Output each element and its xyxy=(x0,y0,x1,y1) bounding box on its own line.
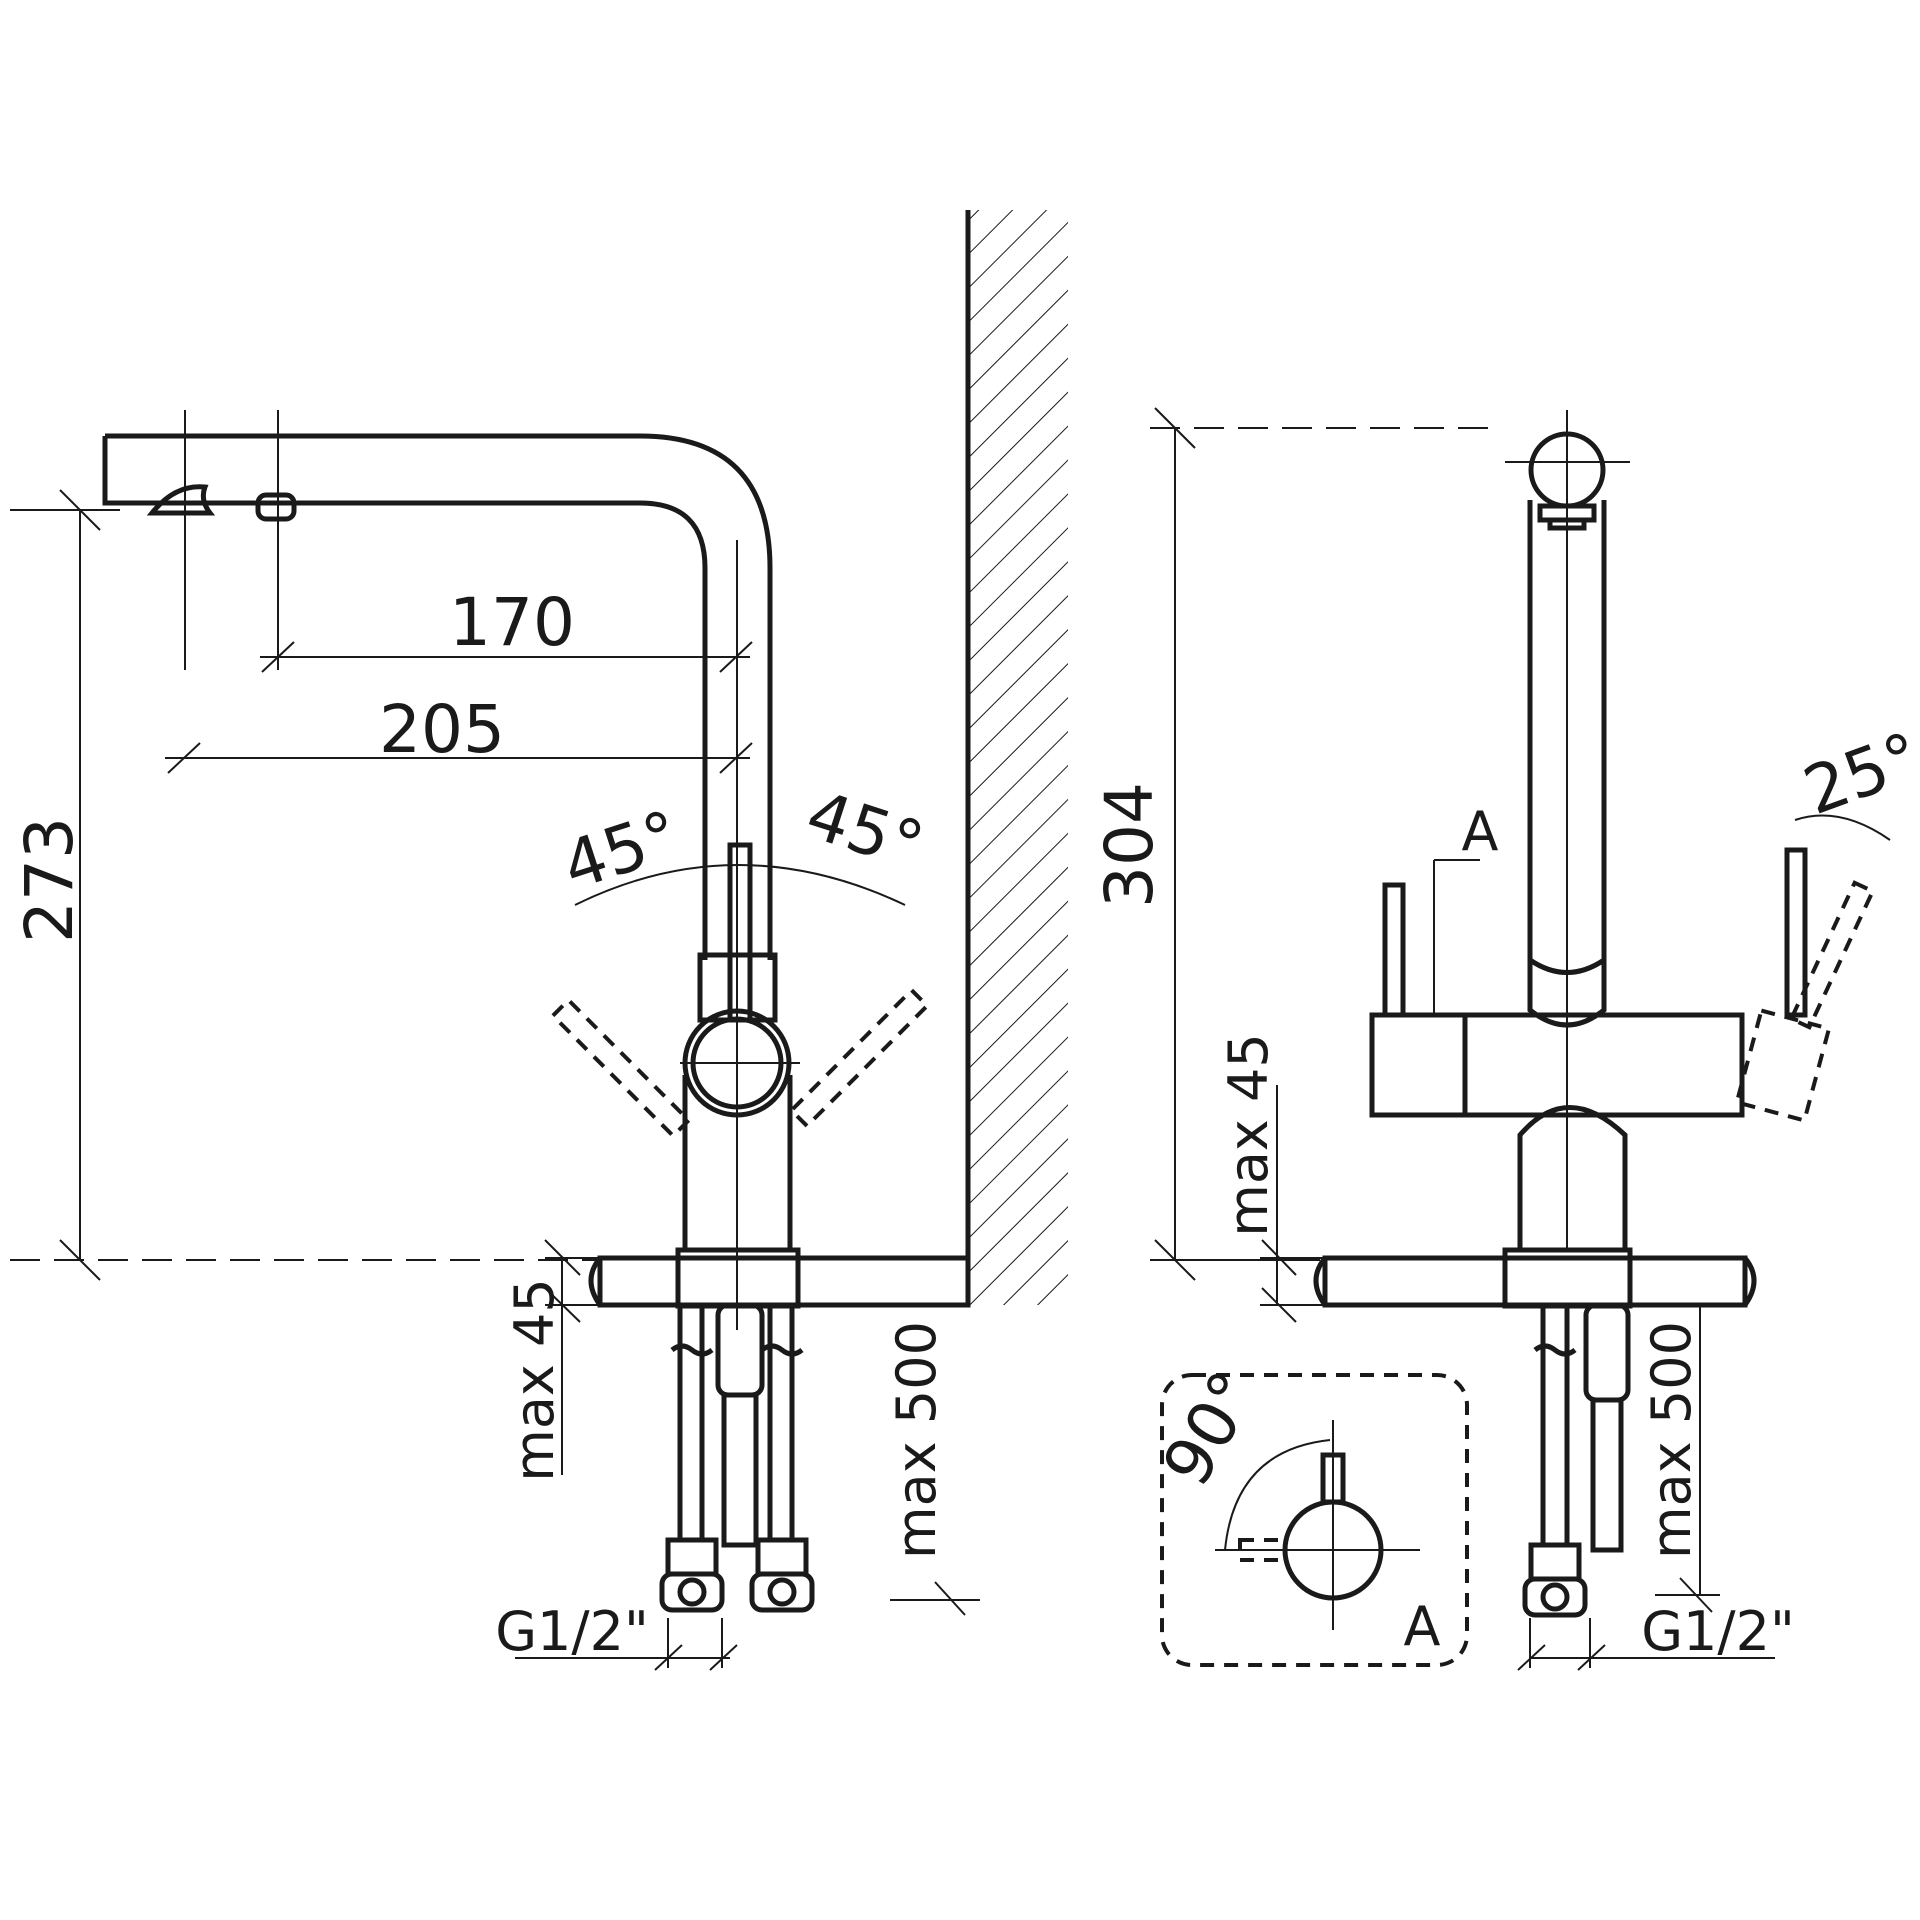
angle-lever-label: 25° xyxy=(1794,718,1920,830)
hoses-side xyxy=(659,1247,815,1613)
height-label-side: 273 xyxy=(11,817,88,943)
dimension-spout-inner: 170 xyxy=(260,584,753,673)
dimension-spout-outer: 205 xyxy=(165,691,753,774)
dimension-hose-front: max 500 xyxy=(1640,1305,1720,1613)
thickness-label-side: max 45 xyxy=(503,1278,566,1482)
spout-inner-label: 170 xyxy=(449,584,575,661)
angle-right-label: 45° xyxy=(797,776,932,885)
thread-label-front: G1/2" xyxy=(1641,1600,1795,1663)
thickness-label-front: max 45 xyxy=(1217,1033,1280,1237)
hose-label-side: max 500 xyxy=(885,1321,948,1559)
detail-angle-label: 90° xyxy=(1148,1359,1273,1499)
spout-side xyxy=(102,410,773,960)
detail-label: A xyxy=(1404,1595,1441,1658)
dimension-height-front: 304 xyxy=(1091,407,1500,1281)
hoses-front xyxy=(1522,1302,1631,1618)
countertop-front xyxy=(1313,1255,1757,1308)
angle-lever-front: 25° xyxy=(1794,718,1920,841)
height-label-front: 304 xyxy=(1091,782,1168,908)
dimension-hose-side: max 500 xyxy=(885,1321,980,1616)
section-marker: A xyxy=(1462,800,1499,863)
angle-left-label: 45° xyxy=(554,796,689,905)
side-view: 273 170 205 45° 45° max 45 xyxy=(10,210,1068,1671)
front-view: 304 max 45 max 500 G1/2" xyxy=(1091,407,1920,1671)
thread-dimension-front: G1/2" xyxy=(1517,1600,1795,1671)
hose-label-front: max 500 xyxy=(1640,1321,1703,1559)
dimension-thickness-side: max 45 xyxy=(503,1239,600,1482)
dimension-height-side: 273 xyxy=(10,489,600,1281)
thread-dimension-side: G1/2" xyxy=(495,1600,738,1671)
spout-outer-label: 205 xyxy=(379,691,505,768)
wall xyxy=(965,210,1068,1305)
detail-view-a: 90° A xyxy=(1148,1359,1469,1667)
thread-label-side: G1/2" xyxy=(495,1600,649,1663)
faucet-body-front xyxy=(1369,847,1876,1309)
countertop-side xyxy=(588,1255,971,1308)
faucet-body-side xyxy=(550,540,931,1330)
dimension-thickness-front: max 45 xyxy=(1217,1033,1325,1323)
